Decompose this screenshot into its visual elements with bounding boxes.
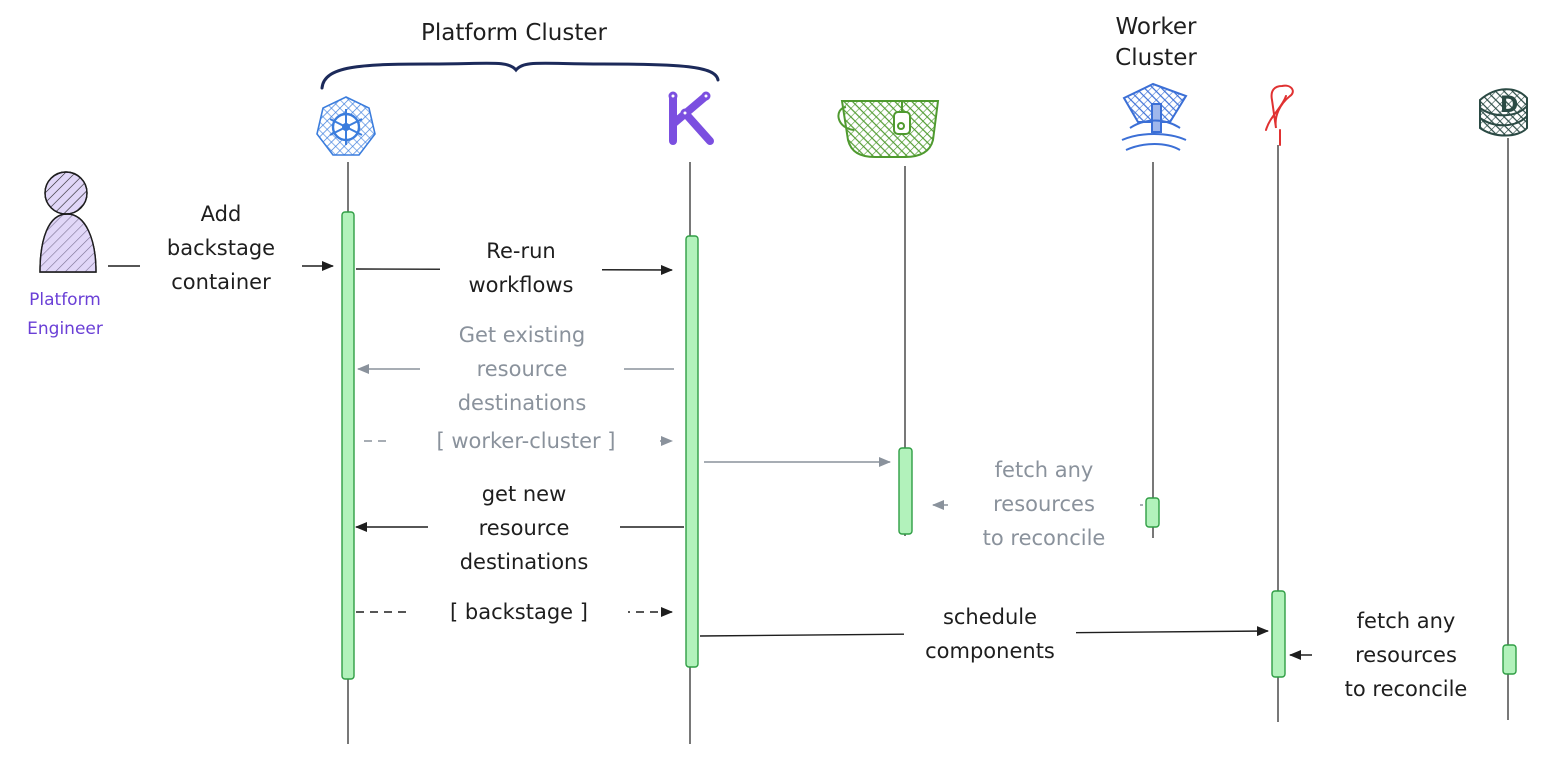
label-rerun-workflows: Re-run workflows bbox=[440, 234, 602, 302]
activation-flamingo bbox=[1271, 590, 1286, 678]
label-get-existing: Get existing resource destinations bbox=[420, 318, 624, 420]
label-fetch-worker: fetch any resources to reconcile bbox=[948, 453, 1140, 555]
label-add-backstage: Add backstage container bbox=[140, 197, 302, 299]
activation-argo bbox=[1145, 497, 1160, 528]
activation-bars bbox=[341, 211, 1517, 680]
backstage-database-icon: D bbox=[1479, 88, 1528, 137]
label-schedule: schedule components bbox=[904, 600, 1076, 668]
label-backstage: [ backstage ] bbox=[410, 595, 628, 629]
flux-teacup-icon bbox=[837, 100, 940, 158]
worker-cluster-title: Worker Cluster bbox=[1115, 14, 1197, 71]
label-fetch-backstage: fetch any resources to reconcile bbox=[1312, 604, 1500, 706]
activation-backstage bbox=[1502, 644, 1517, 675]
platform-cluster-title: Platform Cluster bbox=[421, 20, 607, 46]
label-get-new: get new resource destinations bbox=[428, 477, 620, 579]
platform-engineer-icon bbox=[39, 171, 97, 273]
activation-kratix bbox=[685, 235, 699, 668]
platform-engineer-label: Platform Engineer bbox=[27, 290, 103, 339]
kratix-icon bbox=[668, 91, 714, 145]
argo-cd-icon bbox=[1121, 82, 1188, 151]
activation-kubernetes bbox=[341, 211, 355, 680]
svg-text:D: D bbox=[1500, 93, 1518, 118]
activation-flux bbox=[898, 447, 913, 535]
flamingo-icon bbox=[1265, 84, 1294, 146]
platform-cluster-brace bbox=[320, 61, 720, 90]
kubernetes-icon bbox=[316, 96, 376, 156]
label-worker-cluster: [ worker-cluster ] bbox=[392, 424, 660, 458]
message-arrows bbox=[108, 261, 1500, 660]
